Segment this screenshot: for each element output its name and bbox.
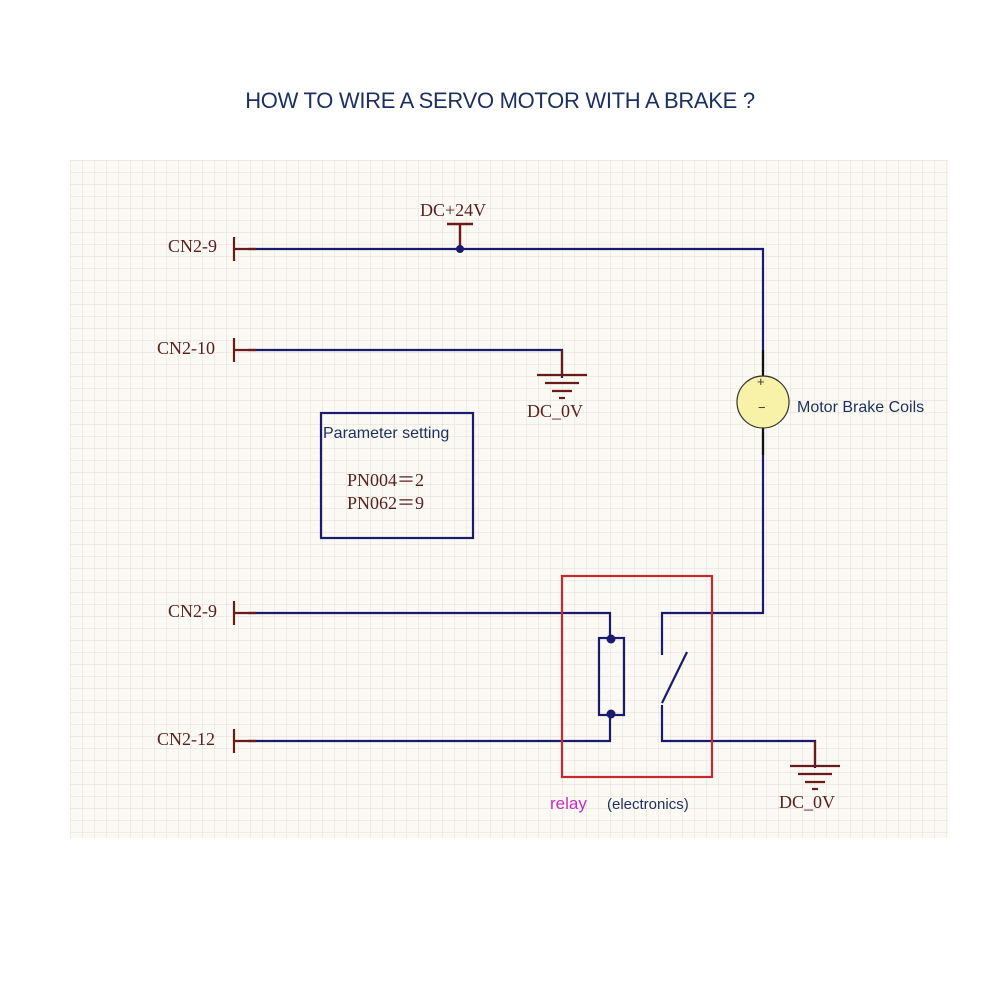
coil-minus-sign: −: [758, 400, 766, 415]
diagram-title: HOW TO WIRE A SERVO MOTOR WITH A BRAKE ?: [245, 88, 755, 113]
parameter-box-frame: [319, 411, 475, 540]
wire-relay-switch-to-ground: [660, 705, 817, 768]
wires: [248, 247, 817, 768]
parameter-line: PN062＝9: [347, 493, 425, 513]
power-symbol: [447, 222, 473, 247]
parameter-line: PN004＝2: [347, 470, 425, 490]
ground-label-bottom: DC_0V: [779, 792, 836, 812]
brake-coil-symbol: [736, 350, 790, 455]
connector-label-cn2-9-bottom: CN2-9: [168, 601, 217, 621]
coil-plus-sign: +: [757, 374, 765, 389]
brake-coil-label: Motor Brake Coils: [797, 399, 925, 416]
connector-label-cn2-10: CN2-10: [157, 338, 215, 358]
ground-symbol-top: [537, 350, 587, 400]
wire-cn2-9-to-relay-coil: [248, 611, 612, 640]
relay-coil-dot-top: [606, 634, 616, 644]
pin-cn2-10: [232, 338, 256, 362]
connector-label-cn2-9-top: CN2-9: [168, 236, 217, 256]
relay-coil-dot-bottom: [606, 709, 616, 719]
power-label: DC+24V: [420, 200, 487, 220]
pin-cn2-9-bottom: [232, 601, 256, 625]
relay-coil: [597, 636, 626, 717]
schematic-sheet: [70, 160, 948, 838]
parameter-box-heading: Parameter setting: [323, 425, 450, 442]
wire-cn2-9-to-coil: [248, 247, 765, 372]
wire-cn2-10-to-ground: [248, 348, 564, 378]
pin-cn2-9-top: [232, 237, 256, 261]
relay-box: [560, 574, 714, 779]
junction-dot: [456, 245, 464, 253]
relay-note: (electronics): [607, 796, 689, 813]
ground-label-top: DC_0V: [527, 401, 584, 421]
connector-label-cn2-12: CN2-12: [157, 729, 215, 749]
relay-switch-contact: [661, 651, 688, 704]
connector-pins: [232, 237, 256, 753]
ground-symbol-bottom: [790, 741, 840, 791]
pin-cn2-12: [232, 729, 256, 753]
wire-cn2-12-to-relay-coil: [248, 714, 612, 743]
relay-label: relay: [550, 794, 587, 813]
